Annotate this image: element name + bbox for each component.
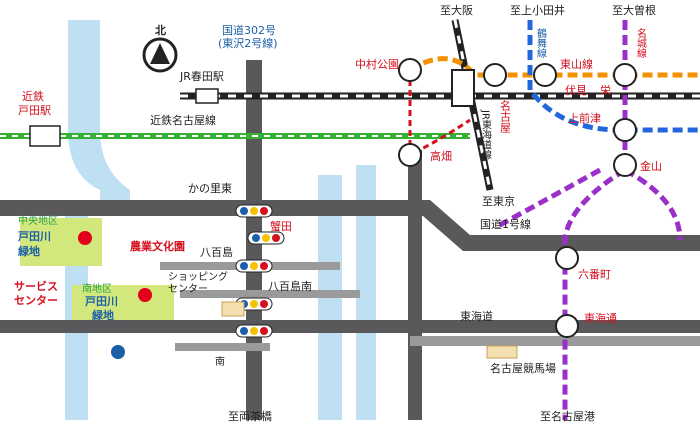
kintetsu-line-label: 近鉄名古屋線 <box>150 113 216 127</box>
station-fushimi <box>533 63 557 87</box>
hatta-label: 蟹田 <box>270 219 292 233</box>
jr-haruta-label: JR春田駅 <box>179 70 224 83</box>
labels: 国道302号 (東沢2号線) JR春田駅 近鉄名古屋線 近鉄 戸田駅 中村公園 … <box>14 3 662 423</box>
to-kamiotai-label: 至上小田井 <box>510 3 565 17</box>
route1-road <box>0 200 700 251</box>
stations <box>29 58 637 338</box>
meijo-loop <box>623 167 683 241</box>
road-center <box>180 290 360 298</box>
kanayama-label: 金山 <box>640 159 662 173</box>
to-tokyo-label: 至東京 <box>482 194 515 208</box>
nanyo-shisho-marker <box>111 345 125 359</box>
route1-label: 国道1号線 <box>480 217 531 231</box>
nogyo-bunkaen-marker <box>138 288 152 302</box>
station-jr-haruta <box>195 88 219 104</box>
station-kamimaezu <box>613 118 637 142</box>
fushimi-label: 伏見 <box>565 83 587 97</box>
nanyo-koko-label: 南 <box>215 355 225 368</box>
chuo-chiku-label: 中央地区 <box>18 214 58 227</box>
station-rokubancho <box>555 246 579 270</box>
service-center-marker <box>78 231 92 245</box>
keibajo-label: 名古屋競馬場 <box>490 361 556 375</box>
to-osaka-label: 至大阪 <box>440 3 473 17</box>
sakae-label: 栄 <box>600 83 611 97</box>
compass-north-label: 北 <box>155 23 166 37</box>
todagawa-ryokuchi-2a: 戸田川 <box>85 295 118 308</box>
service-center-label-2: センター <box>14 294 58 307</box>
tokaido-st-label: 東海通 <box>584 311 617 325</box>
jr-tokaido-label: JR東海道線 <box>480 109 492 160</box>
station-takabata <box>398 143 422 167</box>
todagawa-ryokuchi-1a: 戸田川 <box>18 230 51 243</box>
to-ryochabashi-label: 至両茶橋 <box>228 409 272 423</box>
station-kintetsu-toda <box>29 125 61 147</box>
rokubancho-label: 六番町 <box>578 268 611 281</box>
shopping-center-label-1: ショッピング <box>168 270 228 283</box>
keibajo-marker <box>486 345 518 359</box>
station-nagoya <box>451 69 475 107</box>
to-nagoyako-label: 至名古屋港 <box>540 409 595 423</box>
station-nakamura-koen <box>398 58 422 82</box>
tokaido-road-label: 東海道 <box>460 309 493 323</box>
nakamura-koen-label: 中村公園 <box>355 57 399 71</box>
takabata-label: 高畑 <box>430 149 452 163</box>
todagawa-ryokuchi-1b: 緑地 <box>18 244 40 258</box>
tsurumai-line-label: 鶴舞線 <box>535 27 547 58</box>
service-center-label-1: サービス <box>14 279 58 293</box>
traffic-lights <box>235 204 285 338</box>
meiko-line <box>498 167 602 228</box>
meijo-line-label: 名城線 <box>635 27 647 58</box>
nagoya-label: 名古屋 <box>499 99 512 134</box>
station-kanayama <box>613 153 637 177</box>
road-bottom <box>175 343 270 351</box>
todagawa-ryokuchi-2b: 緑地 <box>92 308 114 322</box>
road-east-vertical <box>408 150 422 420</box>
station-nagoya-meijo <box>483 63 507 87</box>
to-ozone-label: 至大曽根 <box>612 3 656 17</box>
shopping-center-marker <box>221 301 245 317</box>
yaoshima-label: 八百島 <box>200 245 233 259</box>
nanbu-chiku-label: 南地区 <box>82 282 112 295</box>
lower-road <box>0 320 700 333</box>
yaoshima-minami-label: 八百島南 <box>268 279 312 293</box>
kintetsu-toda-label-2: 戸田駅 <box>18 104 51 117</box>
shopping-center-label-2: センター <box>168 283 208 295</box>
kintetsu-toda-label-1: 近鉄 <box>22 89 44 103</box>
kanosato-higashi-label: かの里東 <box>188 182 232 195</box>
route302-label-2: (東沢2号線) <box>218 36 278 50</box>
parks <box>20 218 174 325</box>
higashiyama-line-label: 東山線 <box>560 57 593 71</box>
nogyo-bunkaen-label: 農業文化園 <box>130 239 185 253</box>
park-nanbu <box>72 285 174 325</box>
kamimaezu-label: 上前津 <box>568 111 601 125</box>
station-tokaido <box>555 314 579 338</box>
north-compass: 北 <box>142 23 178 73</box>
road-south <box>410 336 700 346</box>
station-sakae <box>613 63 637 87</box>
route302-label-1: 国道302号 <box>222 23 276 37</box>
shonaigawa-river <box>356 165 376 420</box>
